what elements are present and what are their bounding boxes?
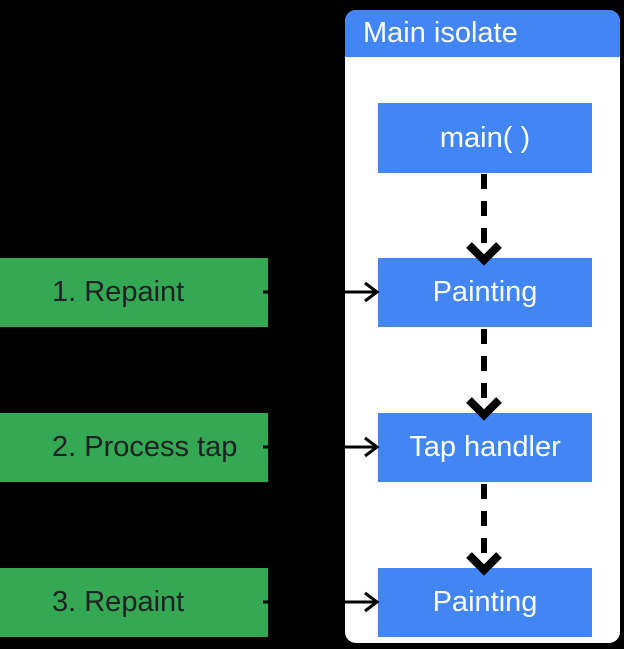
node-label: Painting (432, 276, 538, 308)
node-main: main( ) (378, 103, 592, 173)
step-label-text: 1. Repaint (52, 276, 185, 308)
step-label-text: 2. Process tap (52, 431, 238, 463)
node-label: Painting (432, 586, 538, 618)
step-label-text: 3. Repaint (52, 586, 185, 618)
main-isolate-header: Main isolate (345, 10, 620, 57)
node-tap-handler: Tap handler (378, 413, 592, 482)
node-label: main( ) (439, 121, 531, 154)
node-painting-1: Painting (378, 258, 592, 327)
step-label-1-repaint: 1. Repaint (0, 258, 268, 327)
step-label-3-repaint: 3. Repaint (0, 568, 268, 637)
step-label-2-process-tap: 2. Process tap (0, 413, 268, 482)
node-painting-2: Painting (378, 568, 592, 637)
main-isolate-panel: Main isolate main( ) Painting Tap handle… (345, 10, 620, 643)
panel-title: Main isolate (363, 17, 518, 49)
node-label: Tap handler (409, 431, 561, 463)
